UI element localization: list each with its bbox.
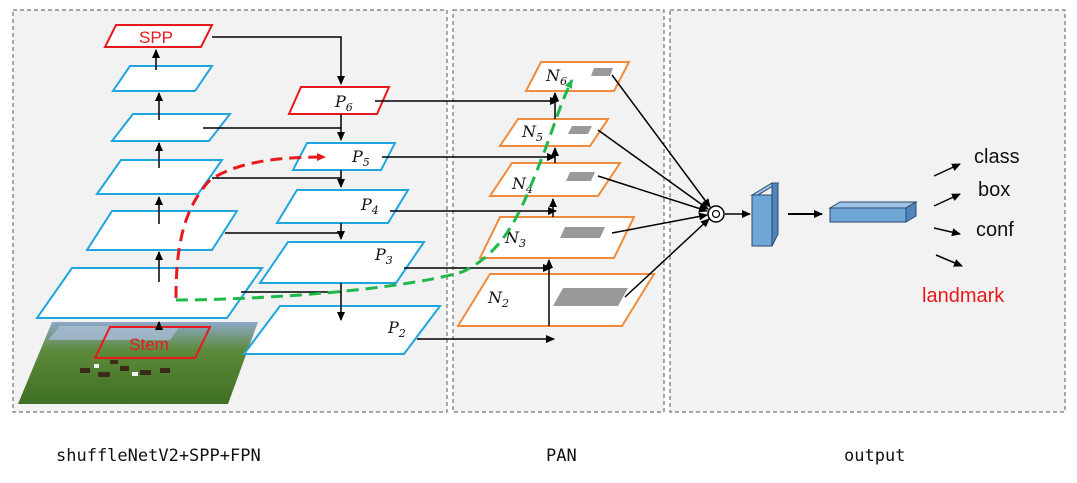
output-label-box: box: [978, 179, 1010, 201]
output-label-conf: conf: [976, 219, 1014, 241]
pan-n2: N2: [456, 273, 656, 327]
svg-text:P5: P5: [351, 147, 370, 169]
svg-text:N2: N2: [487, 288, 509, 310]
pan-n4: N4: [488, 162, 622, 197]
svg-text:P4: P4: [360, 195, 379, 217]
pan-caption: PAN: [546, 446, 577, 466]
output-label-landmark: landmark: [922, 285, 1005, 307]
backbone-layer-1: [35, 267, 264, 319]
concat-node: [707, 205, 725, 223]
backbone-arrows: [152, 49, 163, 330]
green-dashed-path: [175, 79, 574, 302]
output-label-class: class: [974, 146, 1020, 168]
svg-text:P3: P3: [374, 245, 393, 267]
backbone-layer-2: [85, 210, 239, 251]
feature-block: [750, 182, 780, 247]
fpn-p4: P4: [275, 189, 410, 224]
stem-box: Stem: [93, 326, 212, 359]
output-caption: output: [844, 446, 906, 466]
spp-label: SPP: [139, 28, 173, 47]
svg-text:N5: N5: [521, 122, 543, 144]
pan-n6: N6: [524, 61, 631, 92]
pan-arrows: [375, 92, 559, 343]
pan-n5: N5: [498, 118, 610, 147]
stem-label: Stem: [129, 335, 169, 354]
concat-arrows: [597, 74, 711, 298]
svg-text:N4: N4: [511, 174, 533, 196]
backbone-caption: shuffleNetV2+SPP+FPN: [56, 446, 261, 466]
red-dashed-path: [174, 153, 326, 299]
svg-text:N6: N6: [545, 66, 567, 88]
output-arrows: [933, 163, 963, 267]
fpn-p3: P3: [258, 241, 426, 284]
fpn-arrows: [203, 36, 345, 321]
feature-vector: [828, 201, 918, 223]
backbone-layer-3: [95, 159, 224, 195]
backbone-layer-4: [109, 113, 233, 142]
fpn-p2: P2: [242, 305, 442, 355]
fpn-p5: P5: [291, 142, 397, 171]
pan-n3: N3: [478, 216, 636, 259]
svg-text:P6: P6: [334, 92, 353, 114]
svg-text:P2: P2: [387, 318, 406, 340]
fpn-p6: P6: [287, 86, 391, 115]
backbone-layer-5: [111, 65, 214, 92]
input-image: [18, 322, 258, 404]
spp-box: SPP: [103, 24, 214, 48]
